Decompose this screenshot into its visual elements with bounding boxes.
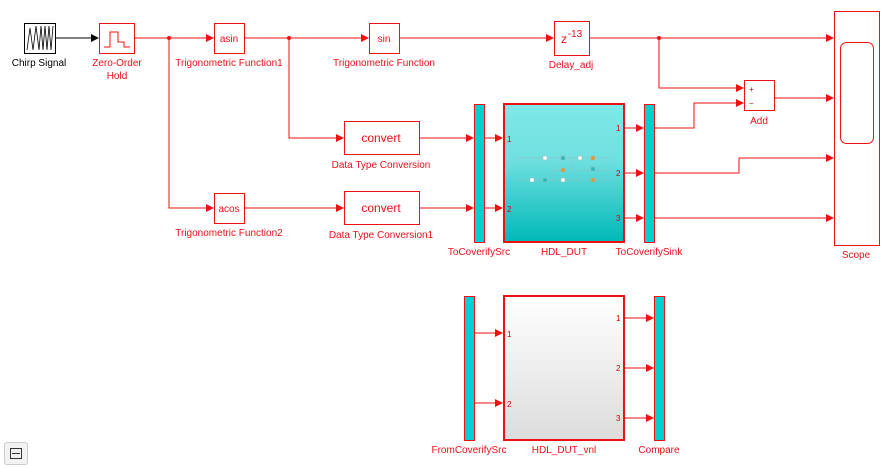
acos-label: Trigonometric Function2 [175, 228, 283, 239]
subsystem-preview-icon [517, 155, 610, 183]
chirp-signal-block[interactable]: Chirp Signal [12, 23, 66, 70]
add-plus: + [749, 85, 754, 94]
scope-screen-icon [840, 42, 874, 144]
sink-label: ToCoverifySink [616, 247, 684, 258]
from-src-label: FromCoverifySrc [431, 445, 506, 456]
sin-label: Trigonometric Function [333, 58, 435, 69]
compare-label: Compare [638, 445, 680, 456]
delay-label: Delay_adj [549, 60, 593, 71]
fit-to-view-icon [10, 448, 22, 459]
convert-text: convert [361, 131, 401, 145]
zero-order-hold-block[interactable]: Zero-Order Hold [92, 23, 142, 83]
delay-block[interactable]: z -13 Delay_adj [549, 21, 593, 72]
data-type-conversion1-block[interactable]: convert Data Type Conversion1 [329, 191, 434, 242]
acos-text: acos [218, 204, 239, 215]
convert1-label: Data Type Conversion [332, 160, 431, 171]
scope-block[interactable]: Scope [834, 11, 880, 262]
signal-lines [55, 34, 828, 419]
trig-function1-block[interactable]: asin Trigonometric Function1 [175, 23, 283, 70]
in-port-1: 1 [507, 330, 512, 339]
data-type-conversion-block[interactable]: convert Data Type Conversion [332, 121, 431, 172]
staircase-icon [104, 31, 130, 48]
hdl-dut-vnl-subsystem[interactable]: 1 2 1 2 3 HDL_DUT_vnl [503, 295, 625, 456]
trig-function-block[interactable]: sin Trigonometric Function [333, 23, 435, 70]
out-port-1: 1 [616, 314, 621, 323]
delay-exponent: -13 [568, 29, 583, 40]
out-port-3: 3 [616, 414, 621, 423]
in-port-1: 1 [507, 135, 512, 144]
in-port-2: 2 [507, 205, 512, 214]
zoh-label-1: Zero-Order [92, 58, 142, 69]
src-label: ToCoverifySrc [448, 247, 510, 258]
compare-block[interactable]: Compare [638, 296, 680, 457]
delay-z: z [561, 32, 567, 46]
sin-text: sin [378, 34, 391, 45]
to-coverify-sink-block[interactable]: ToCoverifySink [616, 104, 684, 259]
convert-text: convert [361, 201, 401, 215]
out-port-1: 1 [616, 124, 621, 133]
dut-vnl-label: HDL_DUT_vnl [532, 445, 596, 456]
chirp-icon [26, 25, 54, 51]
hdl-dut-subsystem[interactable]: 1 2 1 2 3 HDL_DUT [503, 103, 625, 258]
trig-function2-block[interactable]: acos Trigonometric Function2 [175, 193, 283, 240]
out-port-3: 3 [616, 214, 621, 223]
in-port-2: 2 [507, 400, 512, 409]
out-port-2: 2 [616, 364, 621, 373]
to-coverify-src-block[interactable]: ToCoverifySrc [448, 104, 510, 259]
from-coverify-src-block[interactable]: FromCoverifySrc [431, 296, 507, 457]
fit-to-view-button[interactable] [4, 442, 28, 465]
chirp-label: Chirp Signal [12, 58, 66, 69]
zoh-label-2: Hold [107, 71, 128, 82]
add-minus: − [749, 99, 754, 108]
dut-label: HDL_DUT [541, 247, 587, 258]
add-block[interactable]: + − Add [744, 80, 775, 128]
convert2-label: Data Type Conversion1 [329, 230, 434, 241]
add-label: Add [750, 116, 768, 127]
asin-label: Trigonometric Function1 [175, 58, 283, 69]
scope-label: Scope [842, 250, 871, 261]
asin-text: asin [220, 34, 238, 45]
out-port-2: 2 [616, 169, 621, 178]
